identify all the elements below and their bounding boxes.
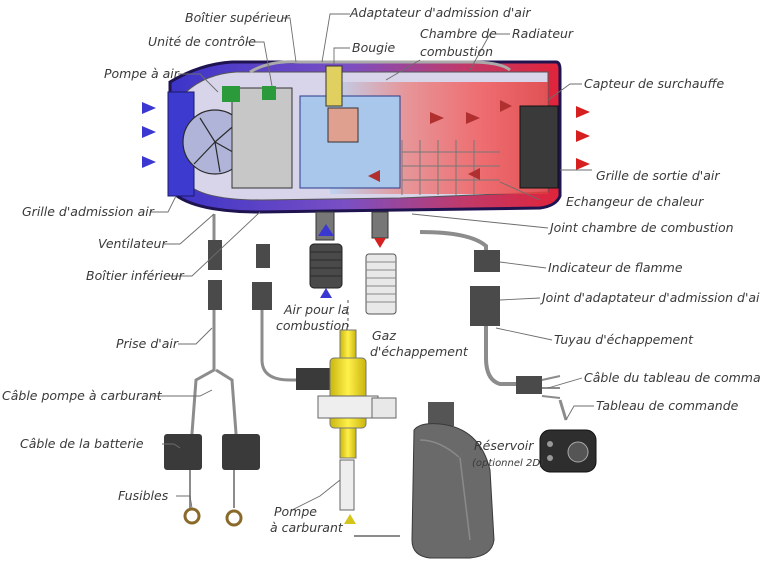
- exhaust-out-arrow: [374, 238, 386, 248]
- label-adaptateur-admission: Adaptateur d'admission d'air: [349, 5, 531, 20]
- control-panel: [539, 429, 597, 473]
- label-boitier-superieur: Boîtier supérieur: [185, 10, 290, 25]
- ring-terminal-left: [183, 507, 201, 525]
- label-reservoir-note: (optionnel 2D): [472, 458, 544, 469]
- label-radiateur: Radiateur: [512, 26, 574, 41]
- fuel-tank: [411, 402, 495, 559]
- outlet-grille: [519, 105, 559, 189]
- label-cable-batterie: Câble de la batterie: [20, 436, 144, 451]
- label-joint-chambre: Joint chambre de combustion: [547, 220, 734, 235]
- air-in-arrow: [318, 224, 334, 236]
- label-bougie: Bougie: [352, 40, 396, 55]
- label-tableau-commande: Tableau de commande: [596, 398, 739, 413]
- control-unit: [231, 87, 293, 189]
- label-cable-pompe: Câble pompe à carburant: [2, 388, 163, 403]
- label-chambre-1: Chambre de: [420, 26, 497, 41]
- label-pompe-carburant-1: Pompe: [274, 504, 317, 519]
- label-echangeur: Echangeur de chaleur: [566, 194, 704, 209]
- label-grille-sortie: Grille de sortie d'air: [596, 168, 720, 183]
- heat-exchanger-fins: [401, 140, 500, 195]
- labels: Boîtier supérieur Adaptateur d'admission…: [2, 5, 760, 535]
- label-ventilateur: Ventilateur: [98, 236, 167, 251]
- glow-plug: [325, 65, 343, 107]
- label-grille-admission: Grille d'admission air: [22, 204, 155, 219]
- flow-arrows: [368, 100, 512, 182]
- label-cable-tableau: Câble du tableau de commande: [584, 370, 760, 385]
- intake-arrows: [142, 102, 156, 168]
- label-gaz-2: d'échappement: [370, 344, 469, 359]
- label-pompe-carburant-2: à carburant: [270, 520, 344, 535]
- heater-body: [167, 60, 562, 214]
- exhaust-hose: [365, 211, 397, 315]
- leader-lines: [150, 13, 594, 511]
- label-gaz-1: Gaz: [372, 328, 396, 343]
- label-prise-air: Prise d'air: [116, 336, 179, 351]
- label-air-combustion-1: Air pour la: [283, 302, 349, 317]
- battery-cable-assembly: [164, 214, 332, 527]
- right-assembly: [419, 230, 597, 473]
- label-joint-adaptateur: Joint d'adaptateur d'admission d'air: [539, 290, 760, 305]
- fuse-right: [222, 434, 260, 470]
- label-capteur-surchauffe: Capteur de surchauffe: [584, 76, 725, 91]
- label-chambre-2: combustion: [420, 44, 493, 59]
- ring-terminal-right: [225, 509, 243, 527]
- label-indicateur-flamme: Indicateur de flamme: [548, 260, 683, 275]
- label-unite-controle: Unité de contrôle: [148, 34, 256, 49]
- label-fusibles: Fusibles: [118, 488, 169, 503]
- fuel-pump: [317, 300, 400, 537]
- outlet-arrows: [576, 106, 590, 170]
- label-reservoir: Réservoir: [474, 438, 534, 453]
- fuel-in-arrow: [344, 514, 356, 524]
- fuse-left: [164, 434, 202, 470]
- label-tuyau-echappement: Tuyau d'échappement: [554, 332, 694, 347]
- combustion-air-hose: [309, 211, 343, 298]
- label-air-combustion-2: combustion: [276, 318, 349, 333]
- label-pompe-air: Pompe à air: [104, 66, 180, 81]
- label-boitier-inferieur: Boîtier inférieur: [86, 268, 185, 283]
